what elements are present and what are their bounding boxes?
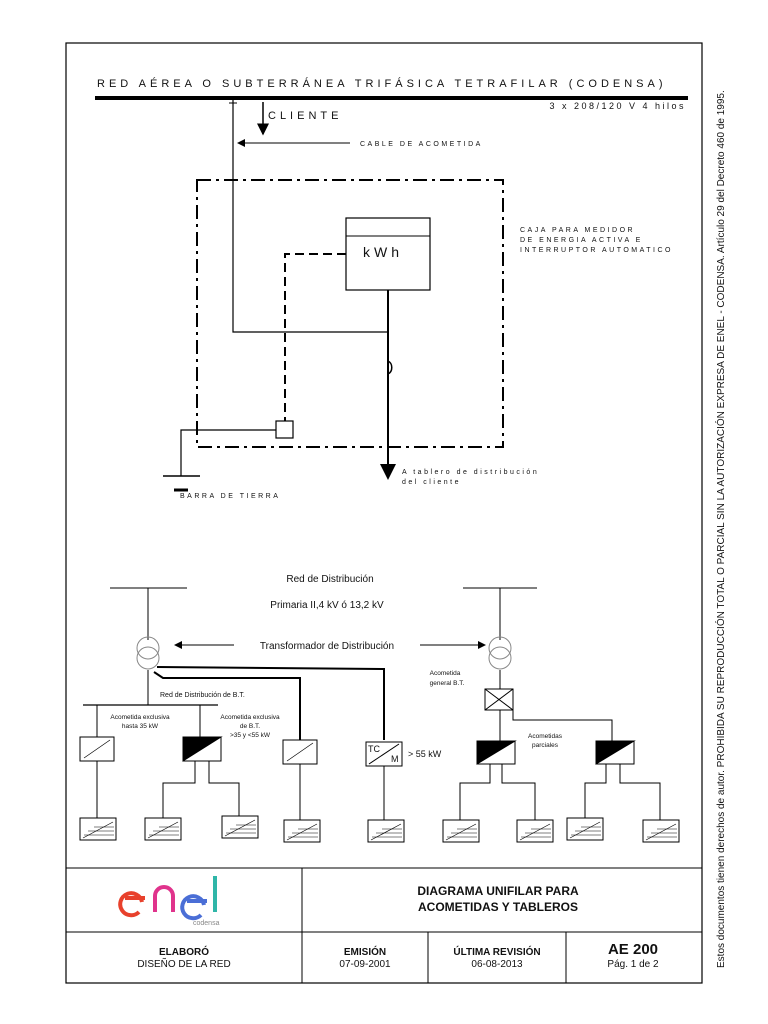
threshold-label: > 55 kW — [408, 749, 442, 759]
annotation: de B.T. — [240, 723, 260, 730]
emision-value: 07-09-2001 — [339, 959, 391, 970]
distribution-diagram: Red de Distribución Primaria II,4 kV ó 1… — [79, 574, 680, 843]
service-cable — [232, 100, 389, 333]
lv-network-label: Red de Distribución de B.T. — [160, 692, 245, 699]
cable-label: CABLE DE ACOMETIDA — [360, 141, 483, 148]
drawing-title: DIAGRAMA UNIFILAR PARA — [417, 884, 579, 898]
revision-value: 06-08-2013 — [471, 959, 523, 970]
annotation: Acometida exclusiva — [220, 714, 280, 721]
annotation: parciales — [532, 742, 559, 749]
logo-subtext: codensa — [193, 920, 220, 927]
copyright-note: Estos documentos tienen derechos de auto… — [714, 90, 727, 968]
meter-box-label: CAJA PARA MEDIDOR — [520, 227, 635, 234]
voltage-label: 3 x 208/120 V 4 hilos — [549, 101, 686, 111]
feeder-label: del cliente — [402, 479, 461, 486]
annotation: >35 y <55 kW — [230, 732, 271, 739]
ground-terminal — [275, 420, 294, 439]
network-title: RED AÉREA O SUBTERRÁNEA TRIFÁSICA TETRAF… — [97, 77, 667, 90]
meter-box-outline — [196, 179, 504, 448]
annotation: Acometida exclusiva — [110, 714, 170, 721]
primary-label: Primaria II,4 kV ó 13,2 kV — [270, 600, 384, 611]
sheet-border — [65, 42, 703, 984]
m-label: M — [391, 754, 399, 764]
annotation: hasta 35 kW — [122, 723, 159, 730]
elaboro-label: ELABORÓ — [159, 945, 209, 958]
annotation: Acometidas — [528, 733, 563, 740]
meter-box-label: DE ENERGIA ACTIVA E — [520, 237, 643, 244]
service-connection-diagram: RED AÉREA O SUBTERRÁNEA TRIFÁSICA TETRAF… — [95, 77, 688, 500]
elaboro-value: DISEÑO DE LA RED — [137, 957, 230, 970]
transformer-label: Transformador de Distribución — [260, 641, 394, 652]
revision-label: ÚLTIMA REVISIÓN — [453, 945, 540, 958]
breaker-icon — [387, 360, 393, 375]
kwh-label: kWh — [363, 244, 403, 260]
title-block: codensa DIAGRAMA UNIFILAR PARA ACOMETIDA… — [66, 867, 702, 983]
enel-logo: codensa — [118, 876, 220, 927]
drawing-title: ACOMETIDAS Y TABLEROS — [418, 900, 578, 914]
neutral-dashed — [284, 253, 346, 421]
tc-label: TC — [368, 744, 380, 754]
page-number: Pág. 1 de 2 — [607, 959, 659, 970]
feeder-label: A tablero de distribución — [402, 469, 539, 476]
meter-box-label: INTERRUPTOR AUTOMATICO — [520, 247, 673, 254]
ground-bar-label: BARRA DE TIERRA — [180, 493, 280, 500]
client-label: CLIENTE — [268, 110, 342, 122]
transformer-icon — [136, 636, 160, 660]
annotation: Acometida — [430, 670, 461, 677]
network-label: Red de Distribución — [286, 574, 373, 585]
annotation: general B.T. — [430, 680, 465, 687]
drawing-code: AE 200 — [608, 941, 658, 958]
emision-label: EMISIÓN — [344, 945, 386, 958]
